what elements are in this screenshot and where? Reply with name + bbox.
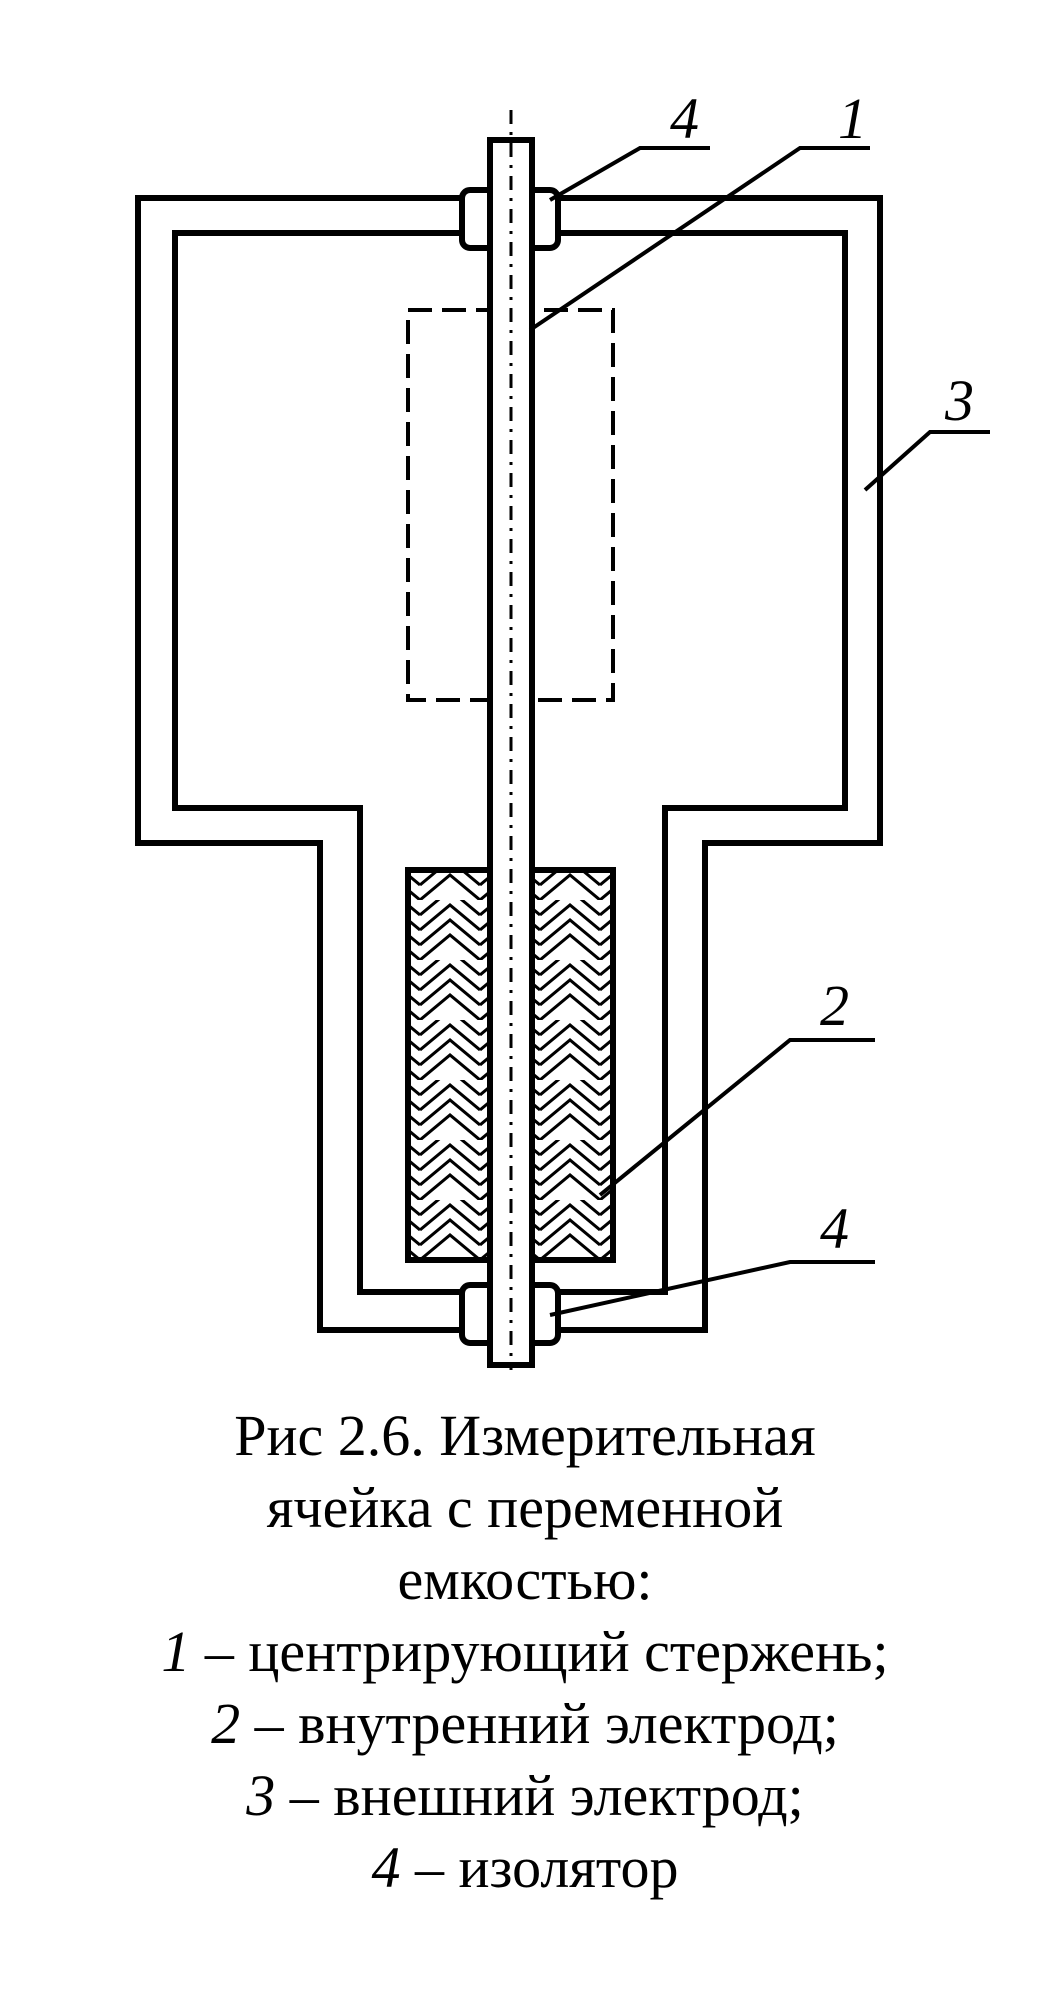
label-insulator-top: 4 bbox=[670, 86, 699, 151]
outer-electrode-inner-wall bbox=[172, 230, 848, 1295]
outer-electrode-outer-wall bbox=[135, 195, 883, 1333]
label-outer-electrode: 3 bbox=[944, 368, 974, 433]
legend-text: – изолятор bbox=[400, 1835, 679, 1900]
caption-legend-item: 1 – центрирующий стержень; bbox=[0, 1616, 1050, 1688]
legend-number: 4 bbox=[371, 1835, 401, 1900]
leader-4-bottom bbox=[549, 1260, 875, 1317]
measuring-cell-diagram: 4 1 3 2 4 bbox=[135, 86, 990, 1370]
outer-electrode bbox=[135, 195, 883, 1333]
leader-3 bbox=[863, 430, 990, 492]
leader-2 bbox=[598, 1038, 875, 1197]
legend-number: 1 bbox=[161, 1619, 191, 1684]
caption-legend-item: 4 – изолятор bbox=[0, 1832, 1050, 1904]
label-insulator-bottom: 4 bbox=[820, 1196, 849, 1261]
legend-text: – центрирующий стержень; bbox=[190, 1619, 889, 1684]
legend-text: – внешний электрод; bbox=[275, 1763, 804, 1828]
figure-caption: Рис 2.6. Измерительная ячейка с переменн… bbox=[0, 1400, 1050, 1904]
caption-title-line-1: Рис 2.6. Измерительная bbox=[234, 1403, 816, 1468]
leader-1 bbox=[528, 146, 870, 332]
leader-lines bbox=[528, 146, 990, 1317]
caption-legend-item: 2 – внутренний электрод; bbox=[0, 1688, 1050, 1760]
centering-rod bbox=[487, 110, 535, 1370]
legend-text: – внутренний электрод; bbox=[240, 1691, 839, 1756]
caption-title-line-3: емкостью: bbox=[397, 1547, 653, 1612]
leader-4-top bbox=[548, 146, 710, 202]
caption-legend-item: 3 – внешний электрод; bbox=[0, 1760, 1050, 1832]
label-centering-rod: 1 bbox=[838, 86, 867, 151]
legend-number: 2 bbox=[211, 1691, 241, 1756]
caption-title-line-2: ячейка с переменной bbox=[266, 1475, 784, 1540]
label-inner-electrode: 2 bbox=[820, 973, 849, 1038]
legend-number: 3 bbox=[246, 1763, 276, 1828]
